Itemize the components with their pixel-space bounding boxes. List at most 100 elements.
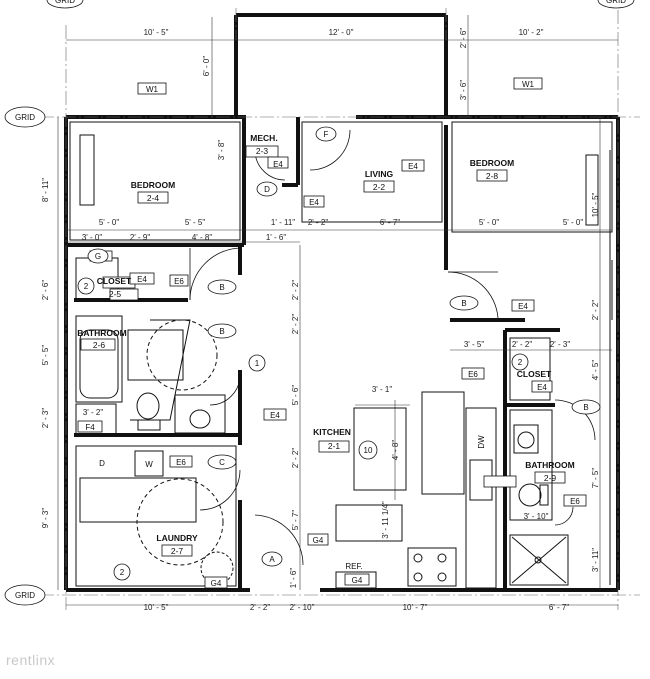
svg-text:E4: E4 bbox=[309, 198, 319, 207]
svg-text:BATHROOM: BATHROOM bbox=[77, 328, 126, 338]
svg-text:5' - 5": 5' - 5" bbox=[185, 218, 206, 227]
svg-text:1' - 11": 1' - 11" bbox=[271, 218, 295, 227]
svg-text:3' - 5": 3' - 5" bbox=[464, 340, 485, 349]
svg-text:D: D bbox=[99, 459, 105, 468]
svg-text:2' - 2": 2' - 2" bbox=[250, 603, 271, 612]
svg-text:3' - 1": 3' - 1" bbox=[372, 385, 393, 394]
svg-text:3' - 2": 3' - 2" bbox=[83, 408, 104, 417]
svg-text:A: A bbox=[269, 555, 275, 564]
svg-text:G4: G4 bbox=[352, 576, 363, 585]
svg-text:2' - 6": 2' - 6" bbox=[41, 280, 50, 301]
svg-text:5' - 0": 5' - 0" bbox=[99, 218, 120, 227]
svg-text:BATHROOM: BATHROOM bbox=[525, 460, 574, 470]
svg-text:2' - 9": 2' - 9" bbox=[130, 233, 151, 242]
room-labels: BEDROOM 2-4 MECH. 2-3 LIVING 2-2 BEDROOM… bbox=[77, 133, 575, 557]
fixtures bbox=[79, 134, 599, 589]
svg-text:E4: E4 bbox=[270, 411, 280, 420]
svg-text:2-9: 2-9 bbox=[544, 473, 557, 483]
svg-text:2-5: 2-5 bbox=[109, 289, 122, 299]
svg-text:5' - 0": 5' - 0" bbox=[563, 218, 584, 227]
svg-text:4' - 8": 4' - 8" bbox=[192, 233, 213, 242]
svg-text:F: F bbox=[324, 130, 329, 139]
svg-text:W1: W1 bbox=[146, 85, 159, 94]
svg-text:6' - 7": 6' - 7" bbox=[380, 218, 401, 227]
svg-text:BEDROOM: BEDROOM bbox=[470, 158, 514, 168]
svg-text:2: 2 bbox=[518, 358, 523, 367]
svg-text:DW: DW bbox=[477, 435, 486, 449]
svg-text:2' - 2": 2' - 2" bbox=[591, 300, 600, 321]
svg-text:LAUNDRY: LAUNDRY bbox=[156, 533, 198, 543]
watermark: rentlinx bbox=[6, 652, 56, 668]
svg-text:10' - 2": 10' - 2" bbox=[519, 28, 544, 37]
svg-text:C: C bbox=[219, 458, 225, 467]
svg-text:2-7: 2-7 bbox=[171, 546, 184, 556]
svg-text:2' - 2": 2' - 2" bbox=[512, 340, 533, 349]
svg-text:2-6: 2-6 bbox=[93, 340, 106, 350]
dimension-lines bbox=[57, 15, 618, 606]
svg-text:G4: G4 bbox=[211, 579, 222, 588]
svg-text:10' - 5": 10' - 5" bbox=[144, 28, 169, 37]
svg-text:6' - 0": 6' - 0" bbox=[202, 56, 211, 77]
tag-shapes bbox=[4, 0, 635, 606]
svg-text:2' - 3": 2' - 3" bbox=[550, 340, 571, 349]
tag-labels: W1 W1 E4 E4 E4 E4 E6 E4 E6 E6 E4 E4 E6 F… bbox=[15, 0, 626, 600]
svg-text:2' - 2": 2' - 2" bbox=[291, 280, 300, 301]
svg-text:B: B bbox=[461, 299, 466, 308]
dimension-labels: 10' - 5" 12' - 0" 10' - 2" 2' - 6" 6' - … bbox=[41, 28, 600, 612]
svg-text:B: B bbox=[219, 327, 224, 336]
svg-text:BEDROOM: BEDROOM bbox=[131, 180, 175, 190]
svg-text:2' - 2": 2' - 2" bbox=[291, 448, 300, 469]
svg-text:12' - 0": 12' - 0" bbox=[329, 28, 354, 37]
walls bbox=[64, 13, 620, 592]
svg-text:2' - 6": 2' - 6" bbox=[459, 28, 468, 49]
wall-outlines bbox=[69, 121, 613, 587]
svg-text:CLOSET: CLOSET bbox=[517, 369, 552, 379]
svg-text:2-2: 2-2 bbox=[373, 182, 386, 192]
svg-text:GRID: GRID bbox=[15, 591, 35, 600]
svg-text:2' - 3": 2' - 3" bbox=[41, 408, 50, 429]
svg-text:3' - 8": 3' - 8" bbox=[217, 140, 226, 161]
svg-text:2-3: 2-3 bbox=[256, 146, 269, 156]
svg-text:3' - 0": 3' - 0" bbox=[82, 233, 103, 242]
grid-lines bbox=[40, 8, 640, 610]
svg-text:2' - 2": 2' - 2" bbox=[308, 218, 329, 227]
svg-text:GRID: GRID bbox=[55, 0, 75, 5]
svg-text:GRID: GRID bbox=[606, 0, 626, 5]
svg-text:9' - 3": 9' - 3" bbox=[41, 508, 50, 529]
svg-text:8' - 11": 8' - 11" bbox=[41, 178, 50, 202]
svg-text:CLOSET: CLOSET bbox=[97, 276, 132, 286]
svg-text:4' - 8": 4' - 8" bbox=[391, 440, 400, 461]
svg-text:7' - 5": 7' - 5" bbox=[591, 468, 600, 489]
svg-text:D: D bbox=[264, 185, 270, 194]
svg-text:5' - 5": 5' - 5" bbox=[41, 345, 50, 366]
svg-text:REF.: REF. bbox=[345, 562, 362, 571]
svg-text:E6: E6 bbox=[468, 370, 478, 379]
svg-text:W: W bbox=[145, 460, 153, 469]
svg-text:W1: W1 bbox=[522, 80, 535, 89]
svg-text:2' - 10": 2' - 10" bbox=[290, 603, 315, 612]
svg-text:1: 1 bbox=[255, 359, 260, 368]
svg-text:2-1: 2-1 bbox=[328, 441, 341, 451]
svg-text:E4: E4 bbox=[408, 162, 418, 171]
svg-text:MECH.: MECH. bbox=[250, 133, 277, 143]
svg-text:E4: E4 bbox=[518, 302, 528, 311]
svg-text:3' - 11 1/4": 3' - 11 1/4" bbox=[381, 501, 390, 539]
svg-text:E4: E4 bbox=[273, 160, 283, 169]
svg-text:B: B bbox=[583, 403, 588, 412]
svg-text:5' - 0": 5' - 0" bbox=[479, 218, 500, 227]
svg-text:E4: E4 bbox=[537, 383, 547, 392]
svg-text:10' - 5": 10' - 5" bbox=[591, 192, 600, 217]
svg-text:GRID: GRID bbox=[15, 113, 35, 122]
svg-text:2: 2 bbox=[84, 282, 89, 291]
svg-text:LIVING: LIVING bbox=[365, 169, 394, 179]
door-swings bbox=[189, 129, 596, 566]
svg-text:E6: E6 bbox=[174, 277, 184, 286]
svg-text:G4: G4 bbox=[313, 536, 324, 545]
svg-text:2-4: 2-4 bbox=[147, 193, 160, 203]
svg-text:F4: F4 bbox=[85, 423, 95, 432]
svg-text:E6: E6 bbox=[176, 458, 186, 467]
svg-text:E6: E6 bbox=[570, 497, 580, 506]
svg-text:2-8: 2-8 bbox=[486, 171, 499, 181]
svg-text:1' - 6": 1' - 6" bbox=[289, 568, 298, 589]
